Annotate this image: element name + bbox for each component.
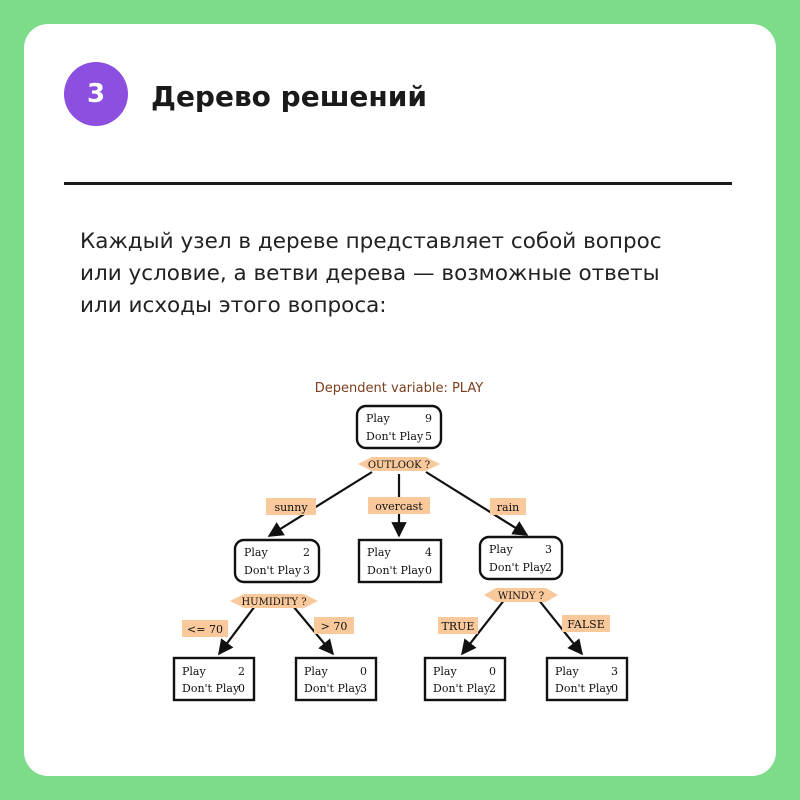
svg-text:Play: Play	[489, 543, 513, 556]
svg-text:Don't Play: Don't Play	[366, 430, 424, 443]
edge-label-windy-true: TRUE	[438, 617, 478, 634]
svg-text:Don't Play: Don't Play	[367, 564, 425, 577]
svg-text:Don't Play: Don't Play	[489, 561, 547, 574]
question-windy: WINDY ?	[484, 588, 558, 602]
svg-text:2: 2	[545, 561, 552, 574]
svg-text:3: 3	[360, 682, 367, 695]
svg-text:OUTLOOK ?: OUTLOOK ?	[368, 460, 430, 471]
question-humidity: HUMIDITY ?	[230, 594, 318, 608]
tree-node-root: Play 9 Don't Play 5	[355, 404, 443, 450]
dependent-variable-label: Dependent variable: PLAY	[315, 381, 483, 396]
svg-text:overcast: overcast	[375, 500, 423, 513]
svg-text:Play: Play	[182, 665, 206, 678]
tree-node-windy-false: Play 3 Don't Play 0	[545, 656, 629, 702]
edge-label-overcast: overcast	[368, 497, 430, 514]
svg-text:TRUE: TRUE	[442, 620, 475, 633]
tree-node-humidity-low: Play 2 Don't Play 0	[172, 656, 256, 702]
svg-text:Play: Play	[433, 665, 457, 678]
description-line: Каждый узел в дереве представляет собой …	[80, 229, 662, 254]
svg-text:3: 3	[303, 564, 310, 577]
edge-rain-false	[537, 598, 583, 656]
svg-text:0: 0	[611, 682, 618, 695]
edge-sunny-low	[218, 605, 256, 656]
svg-text:FALSE: FALSE	[567, 618, 605, 631]
edge-label-windy-false: FALSE	[562, 615, 610, 632]
svg-text:2: 2	[303, 546, 310, 559]
divider	[64, 182, 732, 185]
tree-node-overcast: Play 4 Don't Play 0	[357, 538, 443, 584]
tree-node-rain: Play 3 Don't Play 2	[478, 535, 564, 581]
tree-node-humidity-high: Play 0 Don't Play 3	[294, 656, 378, 702]
edge-label-sunny: sunny	[266, 498, 316, 515]
svg-text:Don't Play: Don't Play	[182, 682, 240, 695]
svg-text:Play: Play	[366, 412, 390, 425]
svg-text:2: 2	[238, 665, 245, 678]
svg-text:0: 0	[238, 682, 245, 695]
tree-node-windy-true: Play 0 Don't Play 2	[423, 656, 507, 702]
svg-text:3: 3	[611, 665, 618, 678]
svg-text:Play: Play	[555, 665, 579, 678]
edge-label-rain: rain	[490, 498, 526, 515]
edge-sunny-high	[292, 605, 334, 656]
svg-text:Don't Play: Don't Play	[433, 682, 491, 695]
description-text: Каждый узел в дереве представляет собой …	[80, 226, 740, 322]
svg-text:0: 0	[425, 564, 432, 577]
svg-text:Don't Play: Don't Play	[244, 564, 302, 577]
svg-text:Play: Play	[244, 546, 268, 559]
svg-text:3: 3	[545, 543, 552, 556]
svg-text:2: 2	[489, 682, 496, 695]
svg-text:Don't Play: Don't Play	[555, 682, 613, 695]
slide-card: 3 Дерево решений Каждый узел в дереве пр…	[24, 24, 776, 776]
svg-text:4: 4	[425, 546, 432, 559]
svg-text:WINDY ?: WINDY ?	[498, 591, 544, 602]
svg-text:rain: rain	[497, 501, 519, 514]
step-number-badge: 3	[64, 62, 128, 126]
svg-text:HUMIDITY ?: HUMIDITY ?	[241, 597, 306, 608]
edge-rain-true	[461, 598, 506, 656]
svg-text:Play: Play	[304, 665, 328, 678]
description-line: или условие, а ветви дерева — возможные …	[80, 261, 660, 286]
question-outlook: OUTLOOK ?	[358, 457, 440, 471]
edge-label-humidity-high: > 70	[314, 617, 354, 634]
svg-text:0: 0	[360, 665, 367, 678]
slide-title: Дерево решений	[151, 80, 428, 113]
svg-text:<= 70: <= 70	[187, 623, 223, 636]
svg-text:Don't Play: Don't Play	[304, 682, 362, 695]
svg-text:0: 0	[489, 665, 496, 678]
edge-root-rain	[425, 471, 529, 536]
svg-text:sunny: sunny	[274, 501, 308, 514]
svg-text:5: 5	[425, 430, 432, 443]
svg-text:> 70: > 70	[321, 620, 348, 633]
description-line: или исходы этого вопроса:	[80, 293, 387, 318]
tree-node-sunny: Play 2 Don't Play 3	[233, 538, 321, 584]
edge-label-humidity-low: <= 70	[182, 620, 228, 637]
svg-text:9: 9	[425, 412, 432, 425]
svg-text:Play: Play	[367, 546, 391, 559]
edge-root-sunny	[267, 471, 373, 537]
